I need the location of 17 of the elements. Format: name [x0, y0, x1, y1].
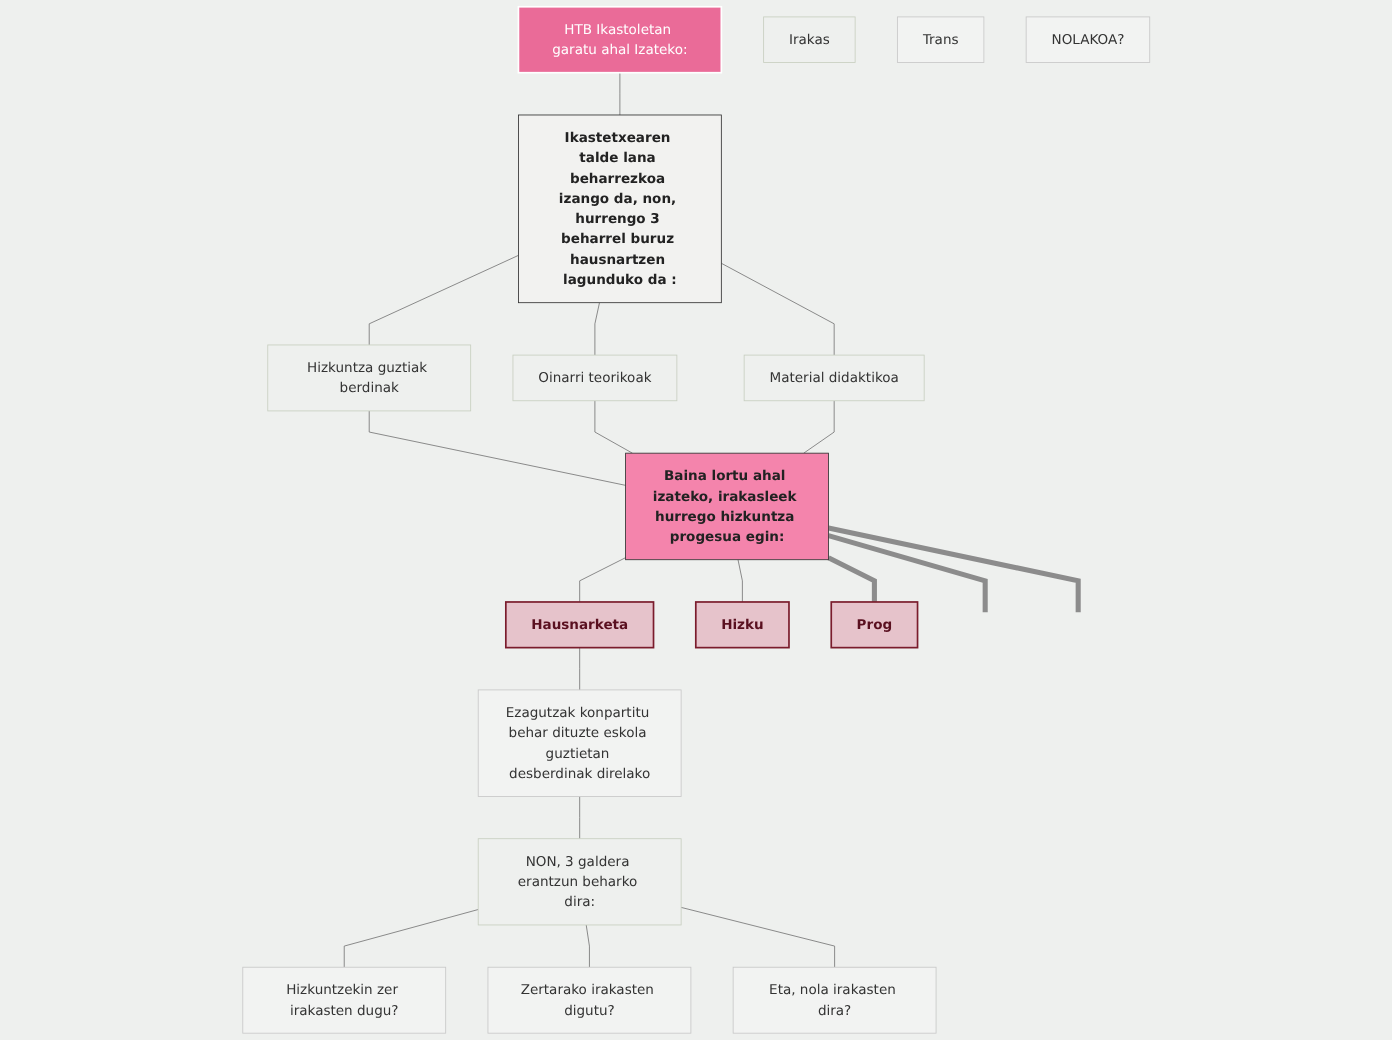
- connector-line: [579, 647, 580, 691]
- connector-line: [368, 410, 626, 486]
- connector-line: [579, 557, 626, 603]
- connector-line: [680, 907, 835, 968]
- connector-line: [368, 254, 519, 346]
- connector-line: [827, 533, 988, 613]
- connector-line: [827, 555, 877, 602]
- connector-line: [737, 559, 743, 603]
- connector-line: [343, 909, 479, 968]
- connector-line: [594, 400, 633, 454]
- connector-line: [585, 924, 590, 968]
- connector-line: [579, 796, 580, 840]
- connector-line: [720, 262, 835, 356]
- connector-line: [619, 72, 621, 116]
- connector-line: [803, 400, 835, 454]
- connector-line: [594, 302, 600, 356]
- connector-line: [827, 525, 1081, 613]
